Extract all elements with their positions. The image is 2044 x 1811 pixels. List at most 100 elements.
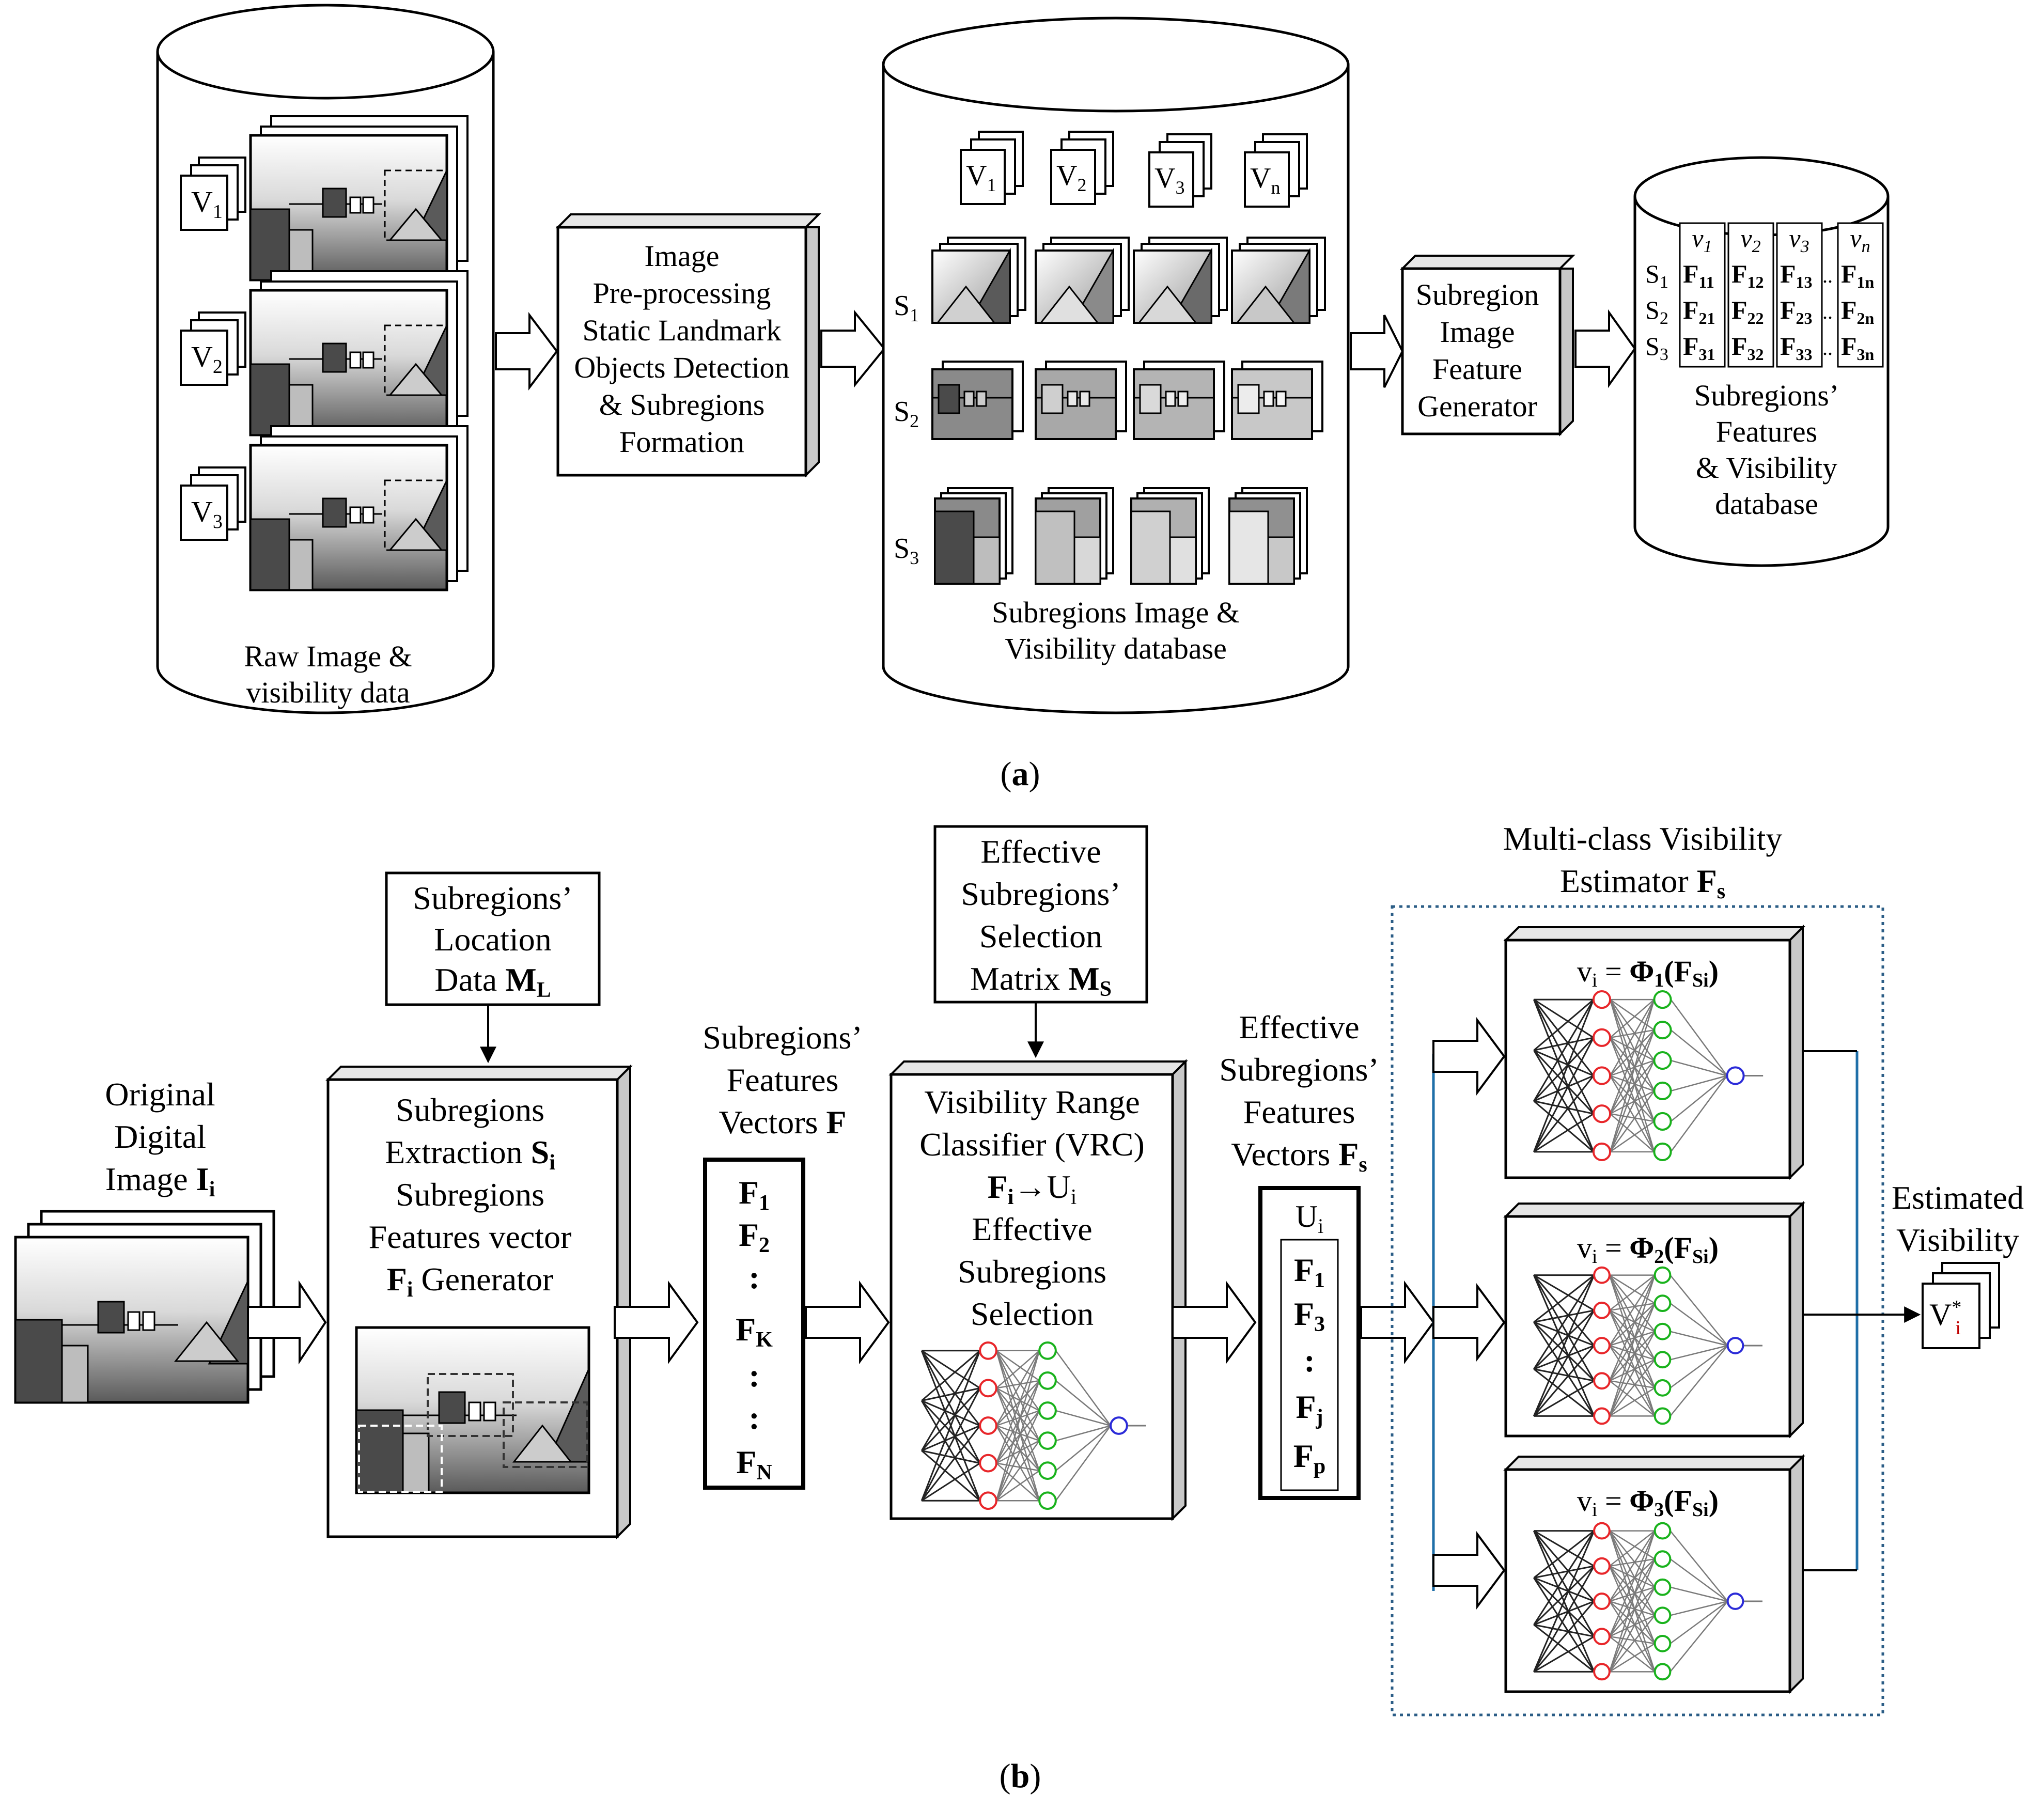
nn-edge [920, 1400, 981, 1501]
raw-stack-2: V2 [180, 270, 469, 436]
block-arrow-1 [495, 312, 558, 391]
nn-edge [1533, 1600, 1595, 1626]
nn-edge [1610, 1029, 1655, 1076]
nn-edge [995, 1380, 1040, 1501]
nn-edge [1533, 1321, 1595, 1347]
nn-edge [1533, 1380, 1595, 1417]
nn-node [1653, 1407, 1672, 1425]
nn-edge [995, 1380, 1040, 1426]
raw-stack-1: V1 [180, 115, 469, 282]
nn-edge [1533, 1037, 1595, 1102]
nn-edge [1055, 1425, 1111, 1442]
svg-text:V1: V1 [966, 160, 996, 195]
nn-edge [1609, 1558, 1656, 1602]
nn-edge [1609, 999, 1655, 1114]
fdb-cell-3n: F3n [1841, 332, 1875, 364]
feature-generator-line-1: Subregion [1416, 278, 1539, 311]
nn-edge [1534, 1565, 1595, 1579]
nn-edge [1609, 1303, 1656, 1416]
nn-node [1592, 1066, 1612, 1085]
nn-edge [1609, 1601, 1656, 1673]
nn-edge [1609, 1275, 1656, 1416]
block-arrow-b1 [247, 1280, 327, 1365]
nn-edge [1533, 1624, 1595, 1673]
nn-edge [1533, 1321, 1595, 1382]
fdb-cell-12: F12 [1731, 259, 1764, 291]
nn-node [1593, 1407, 1611, 1425]
svg-text:Effective: Effective [972, 1211, 1092, 1247]
nn-node [1593, 1628, 1611, 1646]
nn-edge [1609, 1345, 1656, 1388]
nn-edge [1670, 1075, 1728, 1122]
svg-text:Vn: Vn [1250, 162, 1280, 198]
feature-generator-box: Subregion Image Feature Generator [1400, 255, 1575, 436]
fdb-cell-21: F21 [1683, 295, 1715, 327]
nn-edge [1609, 1359, 1656, 1382]
nn-edge [1609, 1303, 1656, 1381]
vrc-neural-net [920, 1341, 1146, 1510]
selection-matrix-line4: Matrix MS [970, 960, 1112, 1001]
nn-edge [1669, 1345, 1728, 1388]
panel-a: V1 V2 [156, 4, 1890, 793]
nn-node [1592, 1028, 1612, 1047]
nn-edge [996, 1387, 1040, 1412]
nn-edge [1610, 1037, 1655, 1061]
nn-edge [1534, 1100, 1594, 1115]
fdb-col-1: v1 [1692, 224, 1712, 256]
nn-edge [1533, 1368, 1595, 1417]
subregion-v2-tile: V2 [1050, 131, 1114, 205]
nn-edge [1610, 1075, 1655, 1092]
location-data-box: Subregions’ Location Data ML [385, 871, 601, 1006]
raw-stack-3: V3 [180, 425, 469, 591]
features-vectors-label: Subregions’ Features Vectors F [703, 1019, 862, 1141]
panel-b: Original Digital Image Ii Subregions’ Lo… [14, 820, 2024, 1795]
svg-text:Location: Location [434, 921, 551, 958]
caption-a: (a) [1001, 755, 1040, 793]
model-1-neural-net [1533, 990, 1764, 1161]
nn-edge [1610, 1090, 1655, 1152]
block-arrow-3 [1350, 315, 1404, 388]
feature-generator-line-2: Image [1440, 315, 1515, 349]
nn-edge [1670, 999, 1728, 1076]
nn-edge [921, 1400, 981, 1464]
nn-edge [1533, 999, 1595, 1102]
nn-node [1653, 1379, 1672, 1397]
preprocess-line-3: Static Landmark [583, 314, 782, 347]
subregion-db-label-1: Subregions Image & [992, 596, 1240, 629]
estimator-dotted-border [1391, 905, 1884, 1716]
nn-edge [1533, 1310, 1595, 1417]
nn-edge [1534, 1037, 1594, 1051]
vrc-box: Visibility Range Classifier (VRC) Fi→Ui … [888, 1059, 1188, 1521]
estimator-model-3: vi = Φ3(FSi) [1503, 1454, 1805, 1694]
nn-edge [920, 1350, 981, 1464]
nn-edge [1533, 1577, 1595, 1602]
svg-text:F1: F1 [739, 1174, 770, 1215]
nn-edge [921, 1350, 980, 1389]
nn-edge [1609, 1558, 1656, 1637]
estimated-visibility-tile: V*i [1922, 1262, 2000, 1349]
svg-text:Multi-class Visibility: Multi-class Visibility [1503, 820, 1783, 857]
nn-node [979, 1379, 997, 1398]
svg-text:Estimated: Estimated [1892, 1179, 2024, 1216]
s2-label: S2 [894, 396, 919, 431]
nn-edge [996, 1380, 1040, 1389]
original-image-stack [14, 1210, 275, 1404]
features-vector-box: F1 F2 : FK : : FN [703, 1158, 805, 1490]
estimated-visibility-label: Estimated Visibility [1892, 1179, 2024, 1258]
nn-edge [995, 1387, 1040, 1471]
nn-node [1653, 1550, 1672, 1568]
nn-edge [1669, 1600, 1728, 1644]
selection-matrix-box: Effective Subregions’ Selection Matrix M… [933, 825, 1148, 1004]
feature-generator-line-3: Feature [1432, 352, 1522, 386]
nn-edge [995, 1350, 1040, 1426]
extraction-line2: Extraction Si [385, 1134, 555, 1175]
nn-edge [1533, 1530, 1595, 1602]
block-arrow-4 [1574, 309, 1636, 388]
nn-edge [1609, 1615, 1656, 1673]
fdb-cell-23: F23 [1780, 295, 1813, 327]
nn-edge [1533, 1345, 1595, 1417]
nn-edge [1609, 1558, 1656, 1672]
nn-edge [1533, 1601, 1595, 1673]
nn-edge [1609, 1530, 1656, 1602]
nn-node [1038, 1491, 1057, 1510]
